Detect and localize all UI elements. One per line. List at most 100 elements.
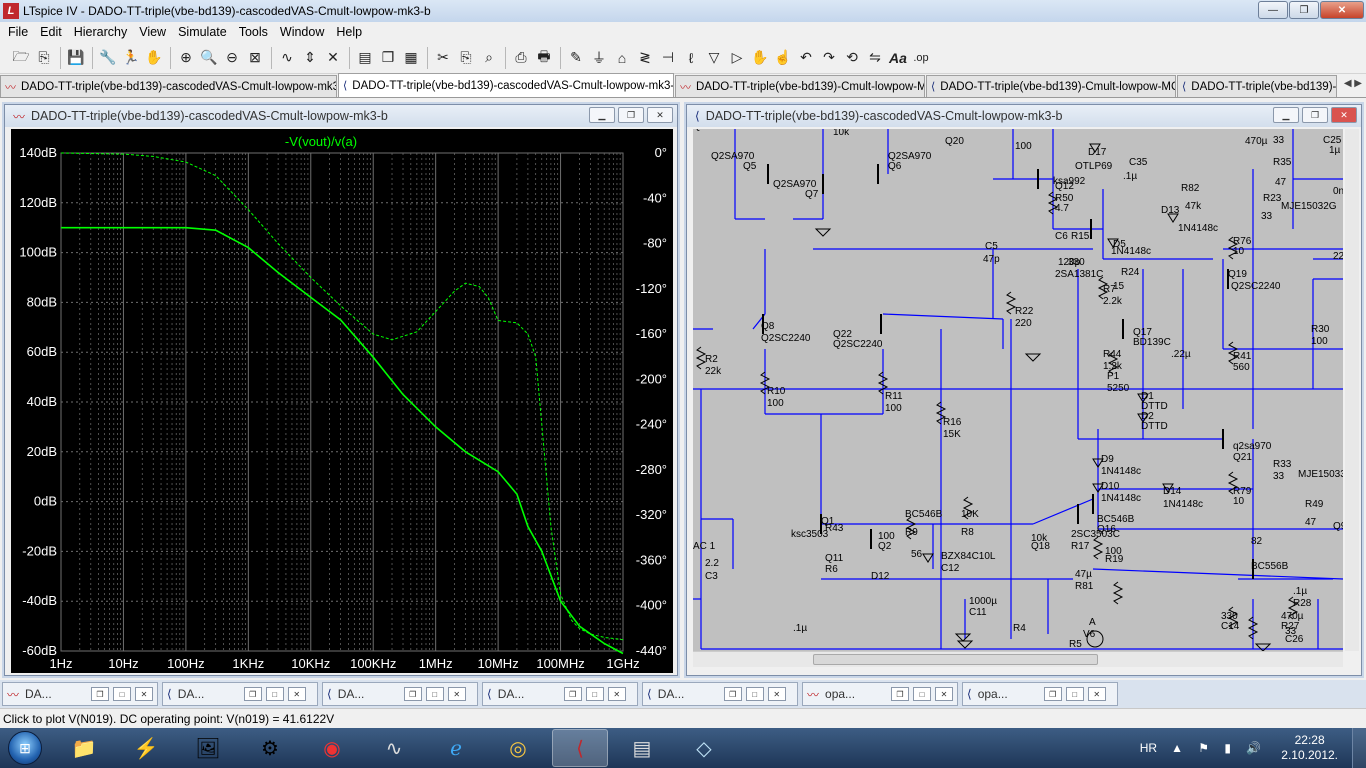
ltspice-logo-icon[interactable]: L — [3, 3, 19, 19]
diode-symbol[interactable] — [1162, 483, 1174, 493]
notepad-icon[interactable]: ▤ — [632, 737, 652, 760]
close-icon[interactable]: ✕ — [1087, 687, 1106, 701]
diode-symbol[interactable] — [922, 553, 934, 563]
tile-horizontal-icon[interactable]: ▤ — [358, 49, 372, 65]
tab-schematic-other[interactable]: ⟨DADO-TT-triple(vbe-bd139)- — [1177, 75, 1337, 97]
cascade-icon[interactable]: ❐ — [381, 49, 395, 65]
save-icon[interactable]: 💾 — [67, 49, 85, 65]
open-icon[interactable]: 🗁 — [12, 47, 30, 64]
plot-minimize-button[interactable]: ▁ — [589, 107, 615, 123]
maximize-icon[interactable]: □ — [1065, 687, 1084, 701]
find-icon[interactable]: ⌕ — [485, 49, 493, 65]
spice-directive-icon[interactable]: .op — [913, 51, 929, 64]
ground-icon[interactable]: ⏚ — [592, 49, 606, 66]
mirror-icon[interactable]: ⇋ — [869, 49, 881, 65]
drag-icon[interactable]: ☝ — [774, 49, 792, 65]
close-button[interactable]: ✕ — [1320, 1, 1364, 19]
tab-scroll-arrows[interactable]: ◀ ▶ — [1343, 78, 1362, 89]
resistor-symbol[interactable] — [1097, 276, 1109, 300]
resistor-symbol[interactable] — [1227, 606, 1239, 630]
tab-schematic-mk3[interactable]: ⟨DADO-TT-triple(vbe-bd139)-cascodedVAS-C… — [338, 73, 674, 97]
minimized-window[interactable]: 〰opa...❐□✕ — [802, 682, 958, 706]
maximize-icon[interactable]: □ — [745, 687, 764, 701]
menu-help[interactable]: Help — [336, 25, 363, 39]
schematic-restore-button[interactable]: ❐ — [1302, 107, 1328, 123]
print-icon[interactable]: ⎙ — [515, 49, 527, 65]
tab-waveform-mk3[interactable]: 〰DADO-TT-triple(vbe-bd139)-cascodedVAS-C… — [0, 75, 337, 97]
media-player-icon[interactable]: ⚙ — [261, 737, 279, 760]
restore-icon[interactable]: ❐ — [243, 687, 262, 701]
restore-icon[interactable]: ❐ — [563, 687, 582, 701]
diode-symbol[interactable] — [1137, 413, 1149, 423]
diode-symbol[interactable] — [1092, 483, 1104, 493]
resistor-symbol[interactable] — [1227, 471, 1239, 495]
close-icon[interactable]: ✕ — [767, 687, 786, 701]
menu-window[interactable]: Window — [279, 25, 325, 39]
minimized-window[interactable]: ⟨opa...❐□✕ — [962, 682, 1118, 706]
resistor-symbol[interactable] — [1047, 191, 1059, 215]
close-icon[interactable]: ✕ — [447, 687, 466, 701]
close-icon[interactable]: ✕ — [607, 687, 626, 701]
resistor-symbol[interactable] — [935, 401, 947, 425]
maximize-icon[interactable]: □ — [113, 687, 132, 701]
restore-icon[interactable]: ❐ — [891, 687, 910, 701]
inductor-icon[interactable]: ℓ — [688, 49, 694, 66]
autoscale-icon[interactable]: ⇕ — [304, 49, 316, 65]
undo-icon[interactable]: ↶ — [800, 49, 812, 65]
schematic-horizontal-scrollbar[interactable] — [693, 651, 1343, 667]
menu-hierarchy[interactable]: Hierarchy — [73, 25, 128, 39]
resistor-icon[interactable]: ≷ — [639, 49, 651, 65]
print-setup-icon[interactable]: 🖶 — [537, 47, 551, 64]
resistor-symbol[interactable] — [1112, 581, 1124, 605]
maximize-icon[interactable]: □ — [265, 687, 284, 701]
minimized-window[interactable]: ⟨DA...❐□✕ — [162, 682, 318, 706]
schematic-window-title-bar[interactable]: ⟨ DADO-TT-triple(vbe-bd139)-cascodedVAS-… — [687, 105, 1361, 127]
schematic-minimize-button[interactable]: ▁ — [1273, 107, 1299, 123]
waveform-icon[interactable]: ∿ — [281, 49, 293, 65]
tab-waveform-mc[interactable]: 〰DADO-TT-triple(vbe-bd139)-Cmult-lowpow-… — [675, 75, 925, 97]
diode-icon[interactable]: ▽ — [708, 49, 720, 65]
resistor-symbol[interactable] — [1107, 351, 1119, 375]
resistor-symbol[interactable] — [877, 371, 889, 395]
clock[interactable]: 22:28 2.10.2012. — [1281, 733, 1338, 763]
maximize-icon[interactable]: □ — [425, 687, 444, 701]
resistor-symbol[interactable] — [1005, 291, 1017, 315]
text-icon[interactable]: Aa — [889, 49, 907, 66]
label-icon[interactable]: ⌂ — [617, 49, 627, 66]
internet-explorer-icon[interactable]: ℯ — [450, 737, 462, 760]
diode-symbol[interactable] — [1167, 213, 1179, 223]
minimized-window[interactable]: 〰DA...❐□✕ — [2, 682, 158, 706]
resistor-symbol[interactable] — [695, 346, 707, 370]
resistor-symbol[interactable] — [1227, 341, 1239, 365]
redo-icon[interactable]: ↷ — [823, 49, 835, 65]
magnitude-trace[interactable] — [61, 226, 624, 655]
resistor-symbol[interactable] — [1247, 616, 1259, 640]
menu-tools[interactable]: Tools — [238, 25, 268, 39]
minimized-window[interactable]: ⟨DA...❐□✕ — [482, 682, 638, 706]
glass-icon[interactable]: ◇ — [696, 737, 712, 760]
plot-window-title-bar[interactable]: 〰 DADO-TT-triple(vbe-bd139)-cascodedVAS-… — [5, 105, 677, 127]
cut-icon[interactable]: ✂ — [437, 49, 449, 65]
resistor-symbol[interactable] — [962, 496, 974, 520]
chrome-icon[interactable]: ◎ — [509, 737, 527, 760]
component-icon[interactable]: ▷ — [731, 49, 743, 65]
restore-icon[interactable]: ❐ — [91, 687, 110, 701]
bode-plot[interactable]: 140dB120dB100dB80dB60dB40dB20dB0dB-20dB-… — [11, 129, 673, 673]
phase-trace[interactable] — [60, 152, 624, 641]
tray-icons[interactable]: ▲ ⚑ ▮ 🔊 — [1171, 741, 1268, 755]
presentation-icon[interactable]: 🖼 — [195, 737, 221, 760]
wire-icon[interactable]: ✎ — [570, 49, 582, 65]
resistor-symbol[interactable] — [1092, 536, 1104, 560]
copy-icon[interactable]: ⎘ — [460, 49, 472, 65]
rotate-icon[interactable]: ⟲ — [846, 49, 858, 65]
show-desktop-button[interactable] — [1352, 728, 1366, 768]
close-icon[interactable]: ✕ — [287, 687, 306, 701]
antivirus-icon[interactable]: ◉ — [323, 737, 341, 760]
trace-label[interactable]: -V(vout)/v(a) — [285, 134, 357, 149]
schematic-vertical-scrollbar[interactable] — [1345, 129, 1359, 651]
diode-symbol[interactable] — [1107, 238, 1119, 248]
restore-icon[interactable]: ❐ — [723, 687, 742, 701]
diode-symbol[interactable] — [1137, 393, 1149, 403]
